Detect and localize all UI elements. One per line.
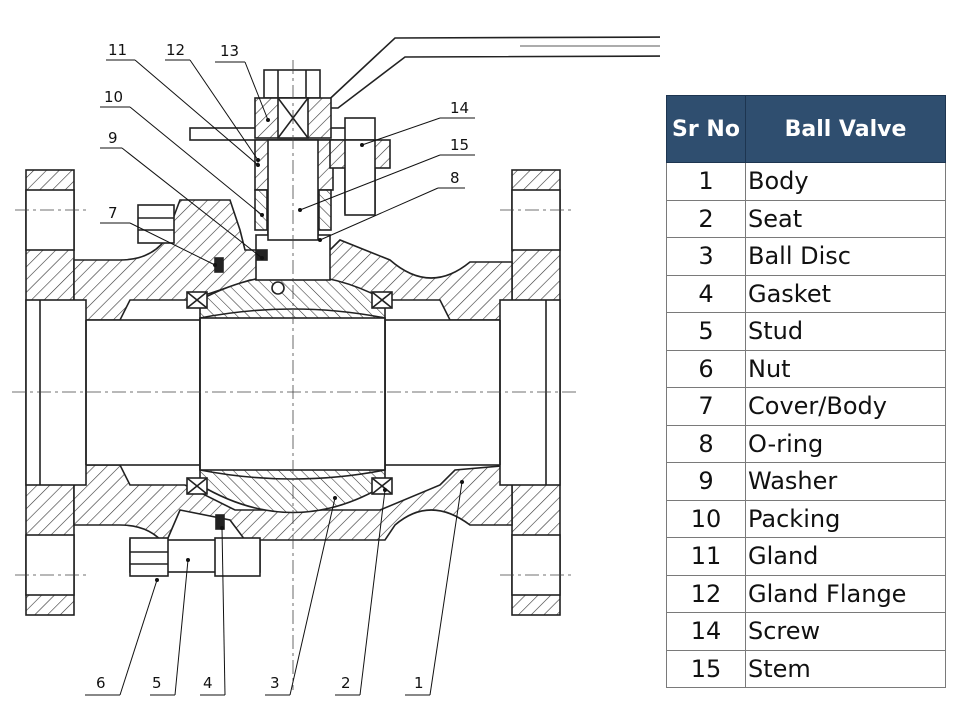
row-no: 8 [666,424,746,463]
row-no: 3 [666,237,746,276]
upper-nut [137,204,175,244]
ball-valve-cross-section: 11 12 13 10 9 7 14 15 8 6 5 4 3 2 1 [12,36,660,696]
header-ball-valve: Ball Valve [745,95,946,163]
callout-4: 4 [203,674,213,692]
row-part-name: Gasket [745,274,946,313]
row-part-name: Ball Disc [745,237,946,276]
row-no: 9 [666,462,746,501]
row-no: 15 [666,649,746,688]
row-part-name: Screw [745,612,946,651]
row-part-name: Nut [745,349,946,388]
row-no: 2 [666,199,746,238]
row-part-name: Gland [745,537,946,576]
callout-15: 15 [450,136,469,154]
row-part-name: Stem [745,649,946,688]
callout-3: 3 [270,674,280,692]
stem-nut [263,69,321,99]
handle-lever [317,36,660,109]
table-header-row: Sr No Ball Valve [666,95,946,163]
row-part-name: Washer [745,462,946,501]
gasket [215,514,225,530]
row-part-name: Stud [745,312,946,351]
row-no: 11 [666,537,746,576]
row-part-name: Seat [745,199,946,238]
row-no: 12 [666,574,746,613]
row-part-name: Cover/Body [745,387,946,426]
callout-10: 10 [104,88,123,106]
body-lower [73,464,513,547]
row-no: 4 [666,274,746,313]
row-part-name: Body [745,162,946,201]
callout-13: 13 [220,42,239,60]
callout-7: 7 [108,204,118,222]
callout-2: 2 [341,674,351,692]
callout-9: 9 [108,129,118,147]
row-part-name: Gland Flange [745,574,946,613]
row-no: 10 [666,499,746,538]
row-part-name: O-ring [745,424,946,463]
row-no: 14 [666,612,746,651]
row-no: 1 [666,162,746,201]
seats [186,291,393,495]
row-no: 6 [666,349,746,388]
lower-nut [129,537,169,577]
callout-8: 8 [450,169,460,187]
callout-1: 1 [414,674,424,692]
row-no: 5 [666,312,746,351]
header-sr-no: Sr No [666,95,746,163]
callout-5: 5 [152,674,162,692]
callout-6: 6 [96,674,106,692]
packing [254,189,268,231]
callout-12: 12 [166,41,185,59]
row-no: 7 [666,387,746,426]
row-part-name: Packing [745,499,946,538]
callout-14: 14 [450,99,469,117]
callout-11: 11 [108,41,127,59]
